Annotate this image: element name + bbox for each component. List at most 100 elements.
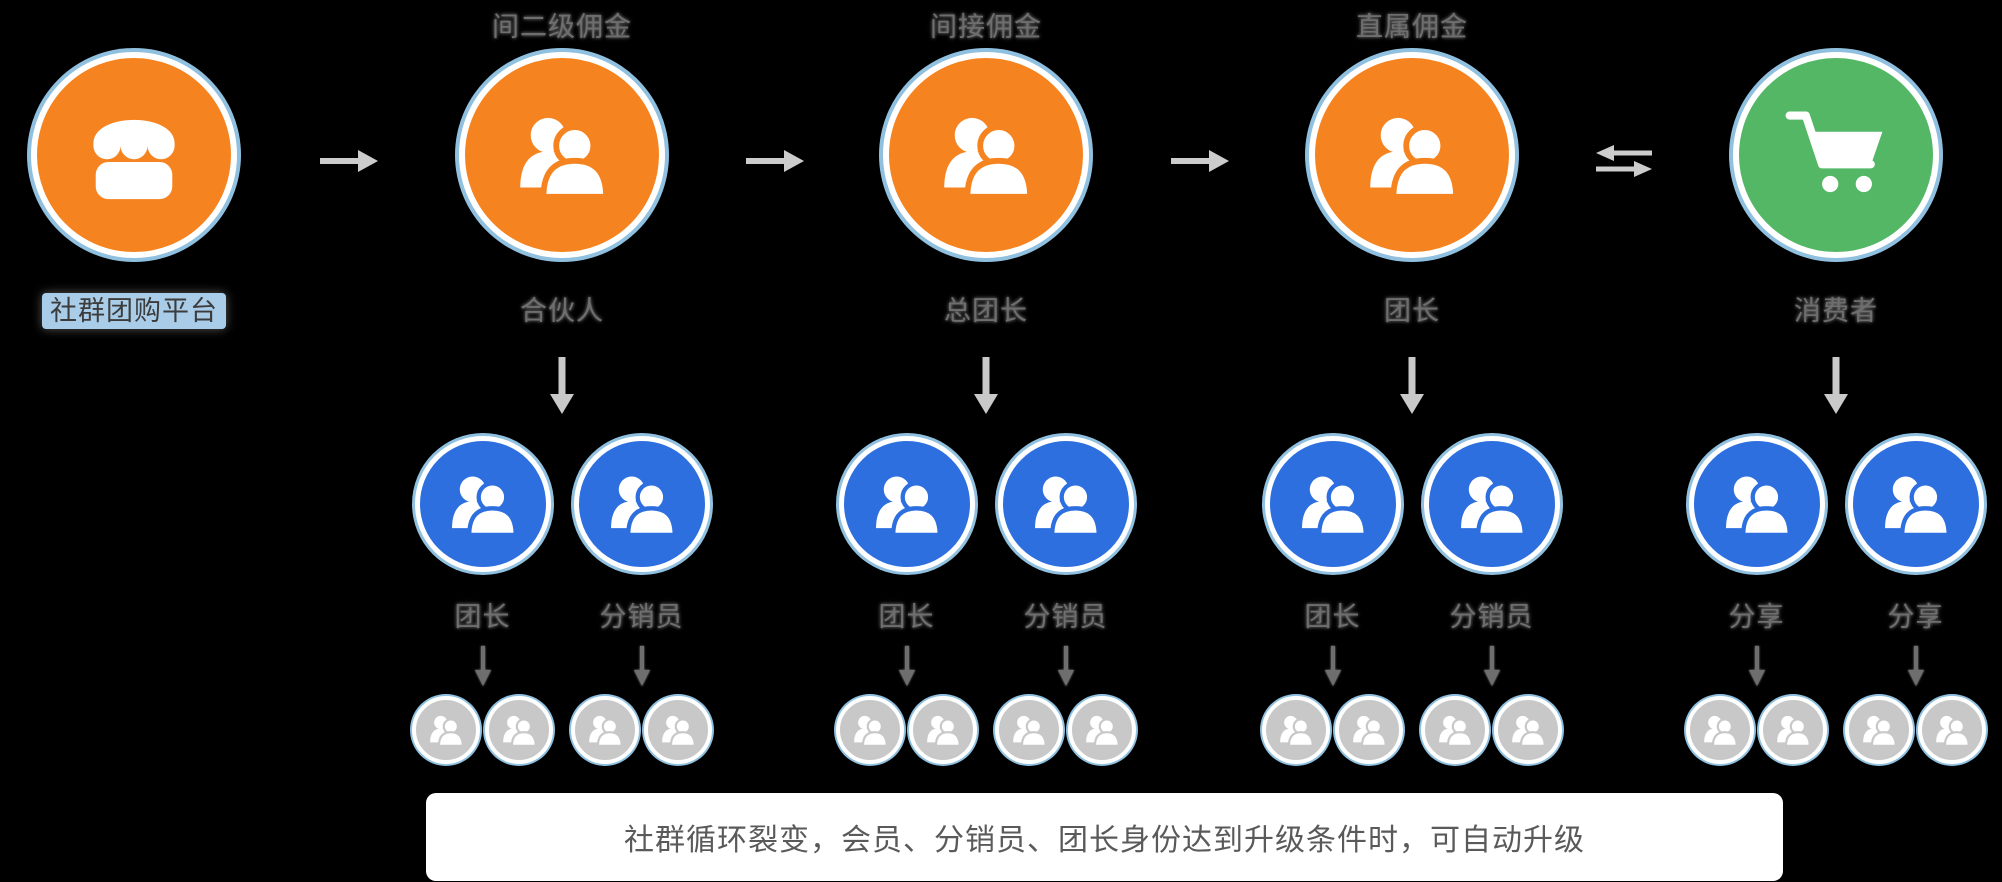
platform-node xyxy=(31,52,237,258)
sub-group-share: 分享 xyxy=(1686,436,1827,764)
people-icon xyxy=(1354,97,1470,213)
people-icon xyxy=(1080,708,1124,752)
chief-leader-node xyxy=(883,52,1089,258)
small-arrow-down-icon xyxy=(1483,646,1500,686)
column-chief-leader: 间接佣金 总团长 团长 xyxy=(806,0,1166,764)
sub-group-leader: 团长 xyxy=(412,436,553,764)
member-node xyxy=(412,696,480,764)
members-group xyxy=(836,696,977,764)
distributor-node-small xyxy=(997,436,1134,572)
column-partner: 间二级佣金 合伙人 团长 xyxy=(382,0,742,764)
sub-group-share: 分享 xyxy=(1845,436,1986,764)
people-icon xyxy=(1007,708,1051,752)
people-icon xyxy=(1023,461,1109,547)
people-icon xyxy=(599,461,685,547)
partner-label: 合伙人 xyxy=(520,296,604,326)
share-node-small xyxy=(1847,436,1984,572)
cart-icon xyxy=(1778,97,1894,213)
people-icon xyxy=(656,708,700,752)
arrow-right-icon xyxy=(320,150,378,172)
people-icon xyxy=(1433,708,1477,752)
members-group xyxy=(1686,696,1827,764)
members-group xyxy=(571,696,712,764)
consumer-label: 消费者 xyxy=(1794,296,1878,326)
leader-label: 团长 xyxy=(1384,296,1440,326)
consumer-node xyxy=(1733,52,1939,258)
sub-label: 分销员 xyxy=(599,602,684,632)
partner-subgroups: 团长 分销员 xyxy=(412,436,712,764)
sub-label: 团长 xyxy=(1304,602,1361,632)
member-node xyxy=(836,696,904,764)
members-group xyxy=(412,696,553,764)
people-icon xyxy=(504,97,620,213)
leader-node-small xyxy=(838,436,975,572)
member-node xyxy=(1262,696,1330,764)
arrow-down-icon xyxy=(1400,357,1424,414)
members-group xyxy=(995,696,1136,764)
arrow-right-icon xyxy=(746,150,804,172)
member-node xyxy=(1686,696,1754,764)
sub-group-distributor: 分销员 xyxy=(995,436,1136,764)
arrow-left-right-icon xyxy=(1596,145,1652,177)
people-icon xyxy=(864,461,950,547)
distributor-node-small xyxy=(573,436,710,572)
people-icon xyxy=(1506,708,1550,752)
people-icon xyxy=(1449,461,1535,547)
small-arrow-down-icon xyxy=(898,646,915,686)
small-arrow-down-icon xyxy=(1907,646,1924,686)
commission-label-indirect: 间接佣金 xyxy=(930,11,1042,42)
people-icon xyxy=(848,708,892,752)
people-icon xyxy=(1698,708,1742,752)
consumer-subgroups: 分享 分享 xyxy=(1686,436,1986,764)
storefront-icon xyxy=(76,97,192,213)
people-icon xyxy=(928,97,1044,213)
leader-subgroups: 团长 分销员 xyxy=(1262,436,1562,764)
people-icon xyxy=(1771,708,1815,752)
member-node xyxy=(1918,696,1986,764)
people-icon xyxy=(1930,708,1974,752)
members-group xyxy=(1421,696,1562,764)
column-leader: 直属佣金 团长 团长 xyxy=(1232,0,1592,764)
arrow-down-icon xyxy=(1824,357,1848,414)
member-node xyxy=(1068,696,1136,764)
leader-node-small xyxy=(414,436,551,572)
people-icon xyxy=(497,708,541,752)
partner-node xyxy=(459,52,665,258)
sub-group-leader: 团长 xyxy=(836,436,977,764)
distributor-node-small xyxy=(1423,436,1560,572)
member-node xyxy=(644,696,712,764)
chief-leader-subgroups: 团长 分销员 xyxy=(836,436,1136,764)
sub-label: 分销员 xyxy=(1449,602,1534,632)
platform-label: 社群团购平台 xyxy=(42,293,226,329)
people-icon xyxy=(440,461,526,547)
sub-label: 分销员 xyxy=(1023,602,1108,632)
sub-group-distributor: 分销员 xyxy=(571,436,712,764)
sub-group-leader: 团长 xyxy=(1262,436,1403,764)
people-icon xyxy=(583,708,627,752)
sub-label: 分享 xyxy=(1728,602,1785,632)
sub-group-distributor: 分销员 xyxy=(1421,436,1562,764)
member-node xyxy=(909,696,977,764)
member-node xyxy=(995,696,1063,764)
chief-leader-label: 总团长 xyxy=(944,296,1028,326)
small-arrow-down-icon xyxy=(1748,646,1765,686)
column-platform: 社群团购平台 xyxy=(0,0,314,329)
small-arrow-down-icon xyxy=(1057,646,1074,686)
leader-node xyxy=(1309,52,1515,258)
members-group xyxy=(1845,696,1986,764)
member-node xyxy=(1421,696,1489,764)
column-consumer: 消费者 分享 xyxy=(1656,0,2002,764)
commission-label-direct: 直属佣金 xyxy=(1356,11,1468,42)
arrow-right-icon xyxy=(1171,150,1229,172)
sub-label: 分享 xyxy=(1887,602,1944,632)
people-icon xyxy=(1274,708,1318,752)
people-icon xyxy=(424,708,468,752)
small-arrow-down-icon xyxy=(474,646,491,686)
commission-label-second-indirect: 间二级佣金 xyxy=(492,11,632,42)
people-icon xyxy=(1290,461,1376,547)
people-icon xyxy=(1857,708,1901,752)
people-icon xyxy=(1873,461,1959,547)
arrow-down-icon xyxy=(550,357,574,414)
member-node xyxy=(485,696,553,764)
